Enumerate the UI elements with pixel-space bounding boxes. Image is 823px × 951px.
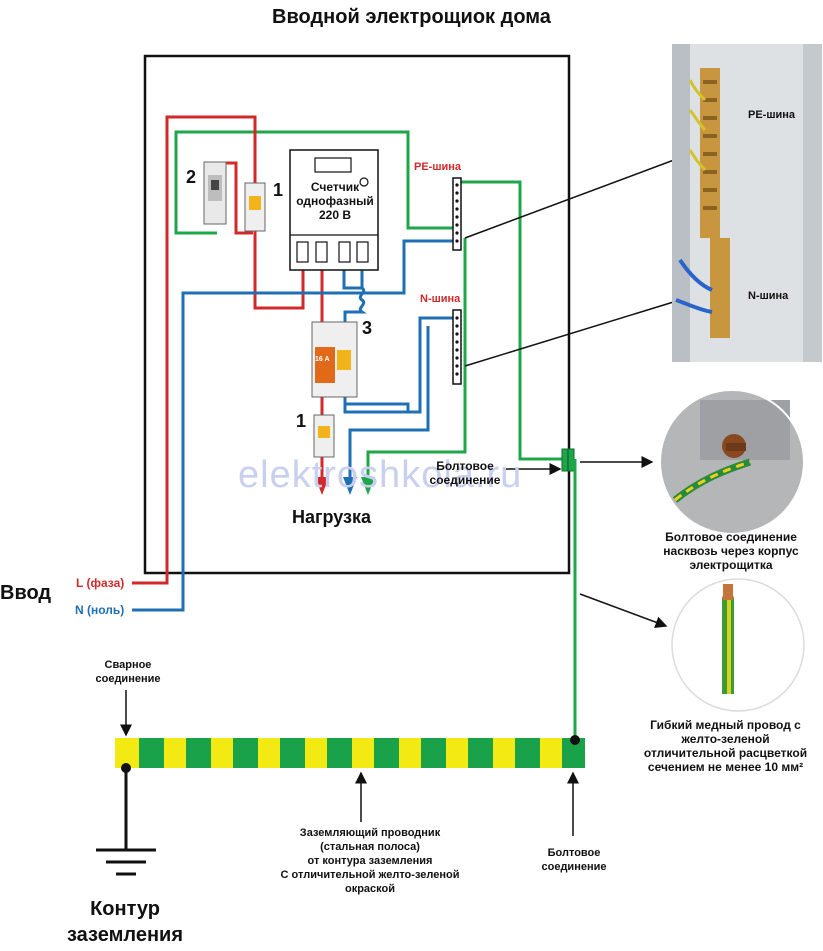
weld-label: Сварное соединение <box>95 659 161 685</box>
breaker-2 <box>203 161 227 225</box>
label-num-2: 2 <box>186 167 197 187</box>
ground-symbol <box>96 768 156 876</box>
label-num-1-bottom: 1 <box>296 411 307 431</box>
pe-wires <box>174 130 570 478</box>
photo-copper-wire <box>671 578 805 712</box>
n-bus-label: N-шина <box>420 293 461 305</box>
pe-bus-label: PE-шина <box>414 161 462 173</box>
load-arrows <box>315 477 375 495</box>
copper-wire-caption: Гибкий медный провод с желто-зеленой отл… <box>643 718 808 774</box>
photo-pe-label: PE-шина <box>748 109 796 121</box>
label-num-3: 3 <box>362 318 373 338</box>
breaker-1-bottom <box>313 414 335 458</box>
label-num-1-top: 1 <box>273 180 284 200</box>
n-zero-label: N (ноль) <box>75 603 125 617</box>
photo-bolt-through <box>659 389 805 535</box>
input-label: Ввод <box>0 582 52 604</box>
diagram-title: Вводной электрощиок дома <box>272 6 551 28</box>
meter-terminals <box>296 241 369 263</box>
breaker-rating: 16 A <box>315 356 330 363</box>
grounding-strip <box>115 738 585 768</box>
annotation-arrows <box>120 146 708 836</box>
bolt-bottom-caption: Болтовое соединение <box>541 847 607 873</box>
bolt-inside-label: Болтовое соединение <box>429 459 501 487</box>
panel-enclosure <box>143 54 571 575</box>
neutral-wires <box>132 239 458 612</box>
photo-n-label: N-шина <box>748 290 789 302</box>
pe-bus-bar <box>452 177 462 251</box>
strip-caption: Заземляющий проводник (стальная полоса) … <box>280 827 460 895</box>
n-bus-bar <box>452 309 462 385</box>
l-phase-label: L (фаза) <box>76 576 125 590</box>
load-label: Нагрузка <box>292 507 372 527</box>
rcd-3 <box>311 321 358 398</box>
ground-contour-label: Контур заземления <box>67 898 183 946</box>
breaker-1-top <box>244 182 266 232</box>
photo-bus-bars <box>672 44 822 362</box>
meter-label: Счетчик однофазный 220 В <box>296 180 374 222</box>
watermark: elektroshkola.ru <box>238 454 523 496</box>
bolt-through-caption: Болтовое соединение насквозь через корпу… <box>663 530 799 572</box>
